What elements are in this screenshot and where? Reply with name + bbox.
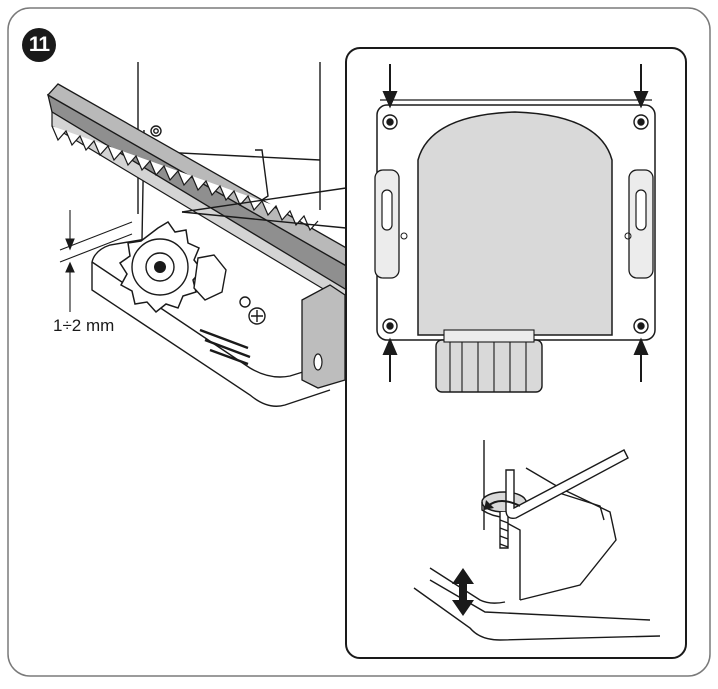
hex-key-icon xyxy=(484,449,629,520)
zoom-callout-lines xyxy=(181,187,347,229)
double-arrow-icon xyxy=(452,568,474,616)
arrow-down-icon xyxy=(382,64,649,109)
gap-dimension-label: 1÷2 mm xyxy=(53,316,115,335)
motor-top-view xyxy=(374,99,656,393)
toothed-rack xyxy=(46,83,351,389)
gap-dimension xyxy=(59,210,133,312)
step-number-badge: 11 xyxy=(22,28,56,62)
screw-icon xyxy=(382,114,649,334)
pinion-gear xyxy=(118,220,227,314)
arrow-up-icon xyxy=(382,337,649,382)
